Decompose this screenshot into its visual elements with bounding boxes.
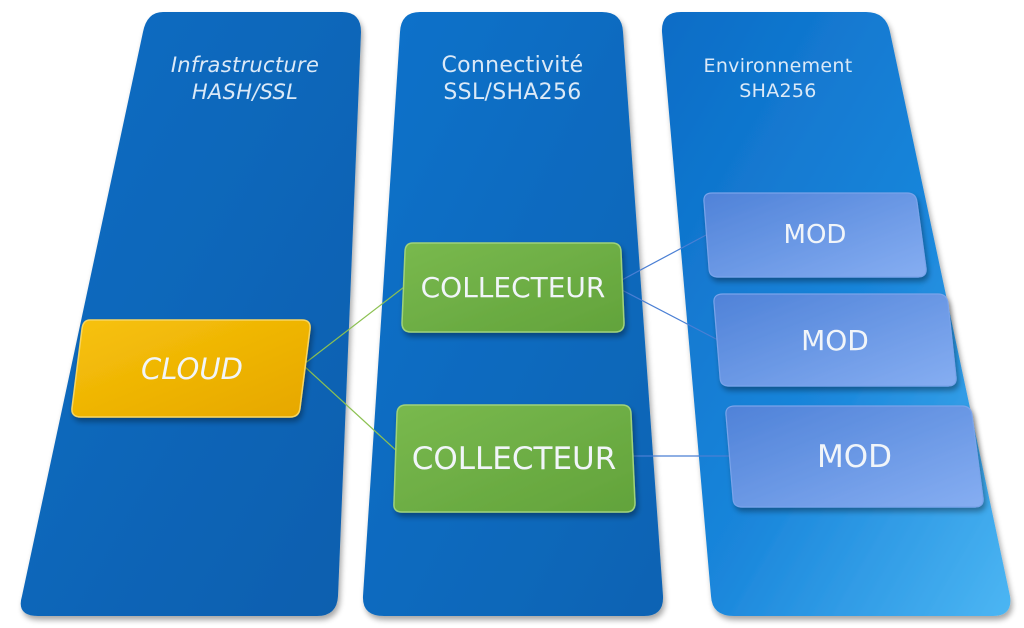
connectors [303, 233, 730, 457]
collecteur-node-2 [393, 404, 636, 513]
column-title-environnement: Environnement SHA256 [668, 54, 888, 104]
mod-node-2 [713, 293, 957, 387]
column-title-line2: HASH/SSL [191, 80, 299, 104]
link-cloud-collecteur-2 [303, 365, 401, 455]
column-title-infrastructure: Infrastructure HASH/SSL [140, 52, 350, 106]
column-title-connectivite: Connectivité SSL/SHA256 [405, 52, 620, 106]
column-title-line1: Environnement [703, 55, 853, 77]
link-collecteur-1-mod-1 [617, 233, 709, 283]
column-title-line2: SSL/SHA256 [443, 80, 582, 105]
link-cloud-collecteur-1 [303, 283, 409, 365]
column-infrastructure [20, 12, 361, 616]
column-title-line1: Connectivité [441, 53, 584, 78]
column-title-line1: Infrastructure [170, 53, 320, 77]
link-collecteur-1-mod-2 [617, 287, 719, 341]
cloud-node [71, 319, 311, 418]
column-title-line2: SHA256 [739, 80, 817, 102]
mod-node-1 [703, 192, 927, 278]
mod-node-3 [725, 405, 984, 508]
collecteur-node-1 [401, 242, 625, 333]
